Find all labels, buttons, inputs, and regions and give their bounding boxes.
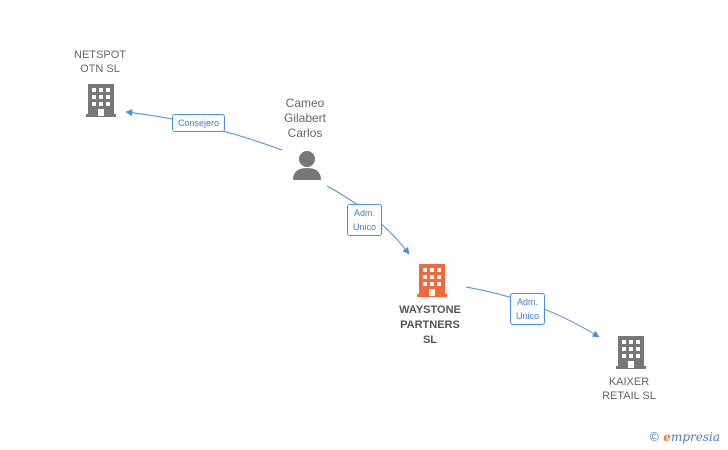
brand-name: mpresia: [670, 430, 720, 444]
building-icon-waystone[interactable]: [417, 264, 447, 297]
brand-initial: e: [663, 430, 671, 444]
empresia-logo: ©empresia: [648, 430, 720, 444]
copyright-symbol: ©: [648, 430, 661, 444]
edge-label-consejero: Consejero: [172, 114, 226, 132]
node-label-cameo[interactable]: Cameo Gilabert Carlos: [283, 96, 327, 140]
edge-label-adm-unico-kaixer: Adm. Unico: [510, 293, 546, 325]
node-label-kaixer[interactable]: KAIXER RETAIL SL: [602, 376, 656, 402]
edge-label-adm-unico-waystone: Adm. Unico: [347, 204, 383, 236]
building-icon-netspot[interactable]: [86, 84, 116, 117]
building-icon-kaixer[interactable]: [616, 336, 646, 369]
node-label-netspot[interactable]: NETSPOT OTN SL: [74, 49, 126, 75]
person-icon-cameo[interactable]: [293, 151, 321, 180]
node-label-waystone[interactable]: WAYSTONE PARTNERS SL: [399, 304, 461, 346]
